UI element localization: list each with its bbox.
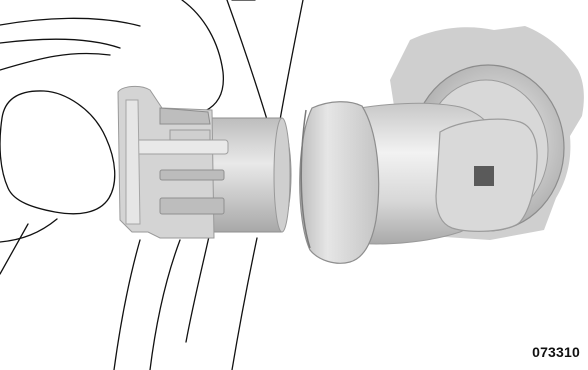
socket-collar <box>300 102 379 264</box>
locking-tab-window <box>474 166 494 186</box>
figure-number: 073310 <box>532 344 580 360</box>
connector-rib <box>160 198 224 214</box>
connector-rib <box>130 140 228 154</box>
bulb-socket <box>300 26 584 263</box>
connector-rib <box>160 170 224 180</box>
wire-connector <box>118 86 291 238</box>
